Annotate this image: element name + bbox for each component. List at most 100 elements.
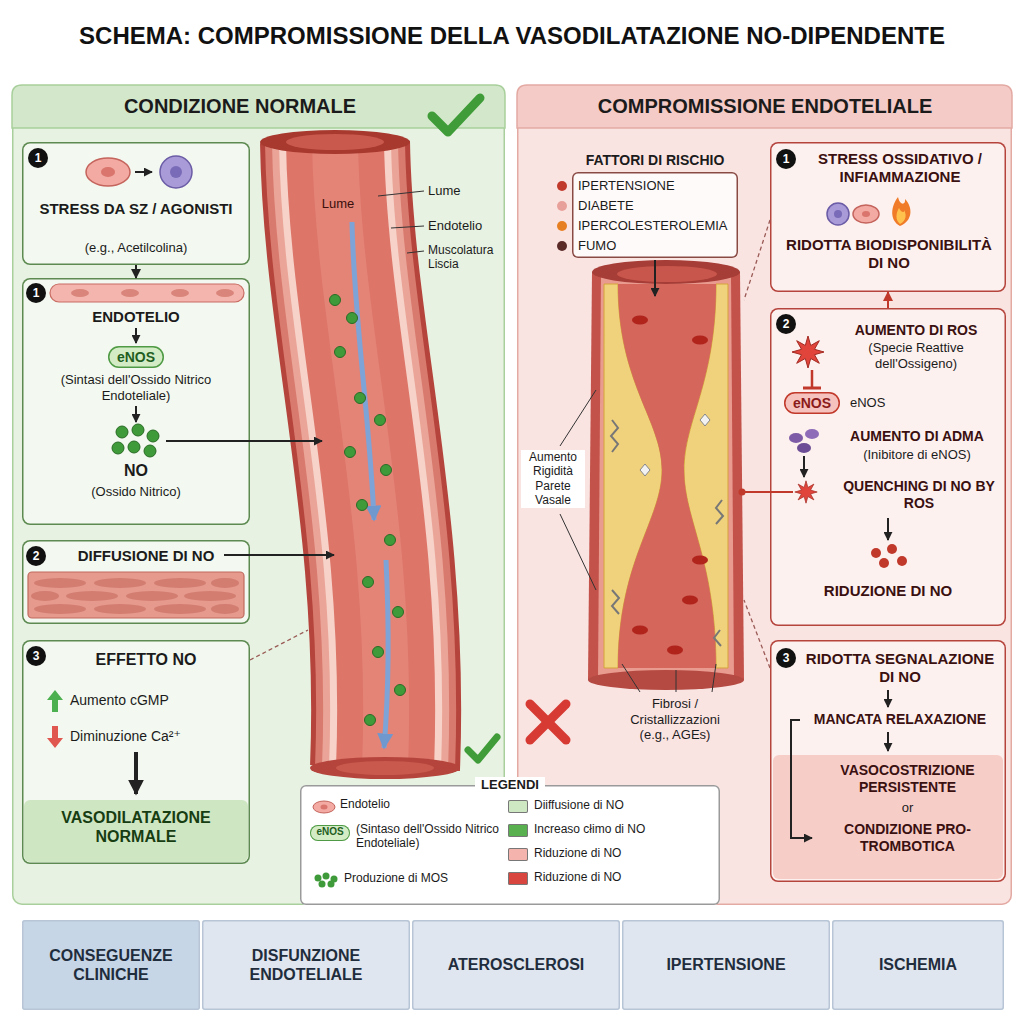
legend-sample: [321, 805, 328, 810]
nitric-oxide-dot: [365, 715, 376, 726]
diseased-vessel: [716, 500, 723, 524]
diseased-vessel: [692, 336, 708, 345]
box-heading: CONDIZIONE NORMALE: [40, 94, 440, 118]
vessel-illustration: [260, 130, 410, 154]
box-heading: FATTORI DI RISCHIO: [560, 152, 750, 169]
leader-line: [407, 251, 424, 253]
nitric-oxide-dot: [347, 313, 358, 324]
endothelium-strip: [171, 289, 189, 297]
vessel-illustration: [310, 757, 460, 779]
legend-swatch: [508, 872, 528, 885]
ros-burst: [795, 481, 817, 503]
signal-arrow: [166, 440, 322, 442]
consequence-cell: ATEROSCLEROSI: [412, 920, 620, 1010]
quench-line: [739, 489, 794, 496]
smooth-muscle-strip: [211, 578, 239, 588]
diseased-vessel: [700, 414, 710, 426]
box-heading: NO: [30, 461, 242, 480]
cell-icon: [862, 211, 870, 217]
signal-arrow: [135, 406, 137, 422]
cell-icon: [834, 210, 842, 218]
nitric-oxide-dot: [116, 426, 128, 438]
risk-factor-box: FATTORI DI RISCHIOIPERTENSIONEDIABETEIPE…: [572, 172, 738, 258]
legend-box: Endotelio(Sintaso dell'Ossido Nitrico En…: [300, 785, 720, 905]
part-label: Endotelio: [428, 218, 504, 234]
leader-line: [391, 226, 424, 228]
inhibition-mark: [803, 370, 821, 388]
legend-sample: [313, 801, 335, 813]
box-heading: DIFFUSIONE DI NO: [48, 547, 244, 565]
box-text: IPERTENSIONE: [578, 178, 732, 194]
diagram-title: SCHEMA: COMPROMISSIONE DELLA VASODILATAZ…: [10, 22, 1014, 51]
dashed-leader: [250, 220, 770, 668]
highlight-band: [24, 800, 248, 862]
box-text: DIABETE: [578, 198, 732, 214]
signal-arrow: [135, 172, 888, 838]
box-heading: AUMENTO DI ROS: [830, 322, 1002, 339]
box-heading: STRESS DA SZ / AGONISTI: [30, 200, 242, 218]
legend-swatch: [508, 824, 528, 837]
quench-line: [739, 489, 746, 496]
leader-line: [560, 390, 596, 446]
nitric-oxide-dot: [335, 347, 346, 358]
risk-bullet: [557, 181, 567, 251]
box-text: IPERCOLESTEROLEMIA: [578, 218, 732, 234]
nitric-oxide-dot: [147, 430, 159, 442]
nitric-oxide-dot: [395, 685, 406, 696]
box-heading: RIDOTTA BIODISPONIBILITÀ DI NO: [778, 236, 1000, 272]
consequence-cell: ISCHEMIA: [832, 920, 1004, 1010]
legend-text: Riduzione di NO: [534, 870, 714, 884]
leader-line: [378, 191, 424, 196]
effect-arrow: [47, 690, 63, 712]
no-depletion-dot: [871, 548, 881, 558]
cross-mark: [530, 704, 566, 740]
vessel-illustration: [335, 142, 386, 768]
inhibition-mark: [803, 387, 821, 390]
panel-header-band: [12, 85, 505, 128]
cell-icon: [805, 429, 819, 439]
endothelium-strip: [121, 289, 139, 297]
vessel-illustration: [335, 142, 386, 768]
smooth-muscle-strip: [126, 591, 178, 601]
box-text: (Sintasi dell'Ossido Nitrico Endoteliale…: [32, 372, 240, 403]
cell-icon: [86, 156, 910, 453]
blood-flow-arrow: [384, 560, 388, 748]
box-text: eNOS: [850, 395, 910, 411]
smooth-muscle-strip: [28, 572, 244, 618]
vessel-illustration: [335, 142, 386, 768]
smooth-muscle-strip: [211, 604, 239, 614]
nitric-oxide-dot: [381, 465, 392, 476]
signal-arrow: [135, 328, 137, 343]
leader-line: [378, 191, 716, 692]
no-depletion-dot: [887, 544, 897, 554]
leader-line: [712, 664, 716, 692]
nitric-oxide-dot: [132, 424, 144, 436]
risk-bullet: [557, 221, 567, 231]
enzyme-pill: eNOS: [108, 346, 164, 368]
signal-arrow: [887, 732, 889, 751]
box-text: FUMO: [578, 238, 732, 254]
callout-number: 1: [26, 283, 46, 303]
smooth-muscle-strip: [94, 578, 146, 588]
box-text: Aumento cGMP: [70, 692, 240, 709]
box-heading: AUMENTO DI ADMA: [832, 428, 1002, 445]
risk-bullet: [557, 181, 567, 191]
endothelium-strip: [71, 289, 89, 297]
box-text: (Specie Reattive dell'Ossigeno): [830, 340, 1002, 371]
nitric-oxide-dot: [355, 393, 366, 404]
box-heading: STRESS OSSIDATIVO / INFIAMMAZIONE: [800, 150, 1000, 186]
cell-label: ISCHEMIA: [879, 955, 957, 974]
cell-icon: [101, 167, 115, 177]
callout-number: 2: [26, 546, 46, 566]
cell-label: IPERTENSIONE: [666, 955, 785, 974]
part-label: Lume: [318, 196, 358, 212]
smooth-muscle-strip: [154, 578, 206, 588]
cross-mark: [530, 704, 566, 740]
endothelium-strip: [50, 284, 244, 302]
enzyme-label: eNOS: [117, 349, 155, 366]
diseased-vessel: [612, 590, 619, 614]
leader-line: [622, 664, 640, 692]
ros-burst: [792, 336, 824, 368]
cell-icon: [789, 433, 803, 443]
vessel-illustration: [335, 142, 386, 768]
